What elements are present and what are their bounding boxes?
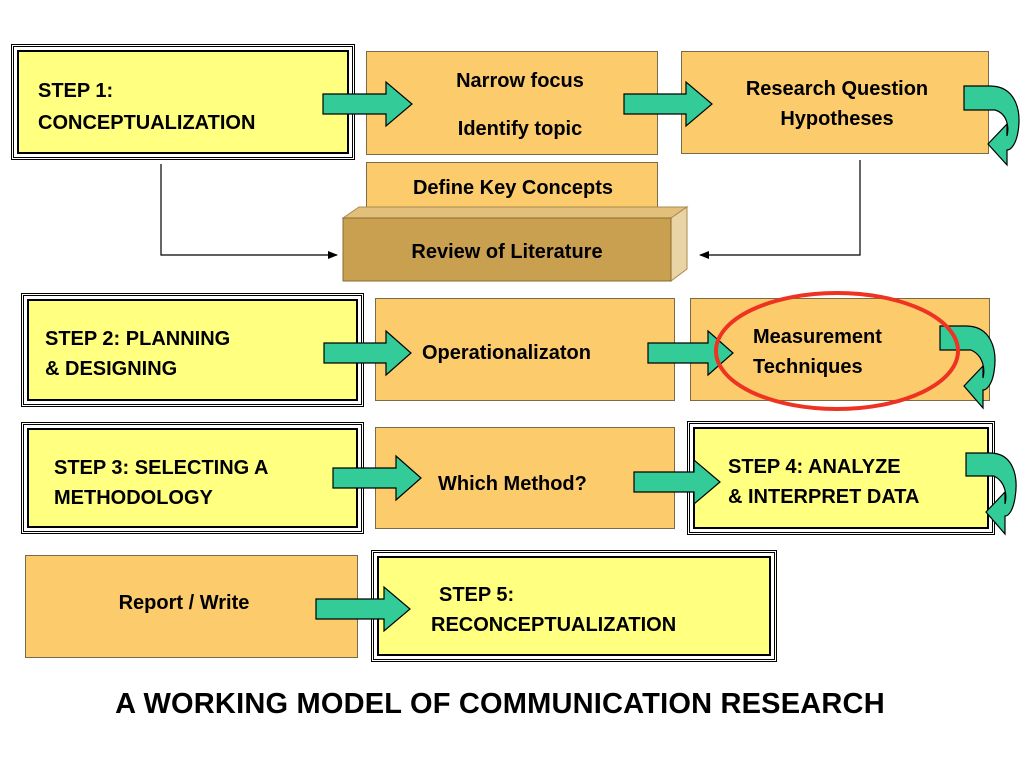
arrow-narrow-to-research — [623, 80, 713, 128]
page-title: A WORKING MODEL OF COMMUNICATION RESEARC… — [115, 688, 885, 720]
measurement-line2: Techniques — [753, 356, 863, 378]
report-write-box: Report / Write — [25, 555, 358, 658]
arrow-step2-to-operationalization — [323, 329, 412, 377]
measurement-highlight-ring — [714, 291, 960, 411]
arrow-method-to-step4 — [633, 458, 721, 506]
which-method-box: Which Method? — [375, 427, 675, 529]
step4-box: STEP 4: ANALYZE & INTERPRET DATA — [687, 421, 995, 535]
step5-line1: STEP 5: — [439, 584, 515, 606]
research-to-review-connector — [699, 160, 861, 259]
narrow-focus-label: Narrow focus — [456, 70, 584, 92]
identify-topic-label: Identify topic — [457, 118, 583, 140]
u-turn-arrow-row3-icon — [965, 452, 1017, 536]
step1-line2: CONCEPTUALIZATION — [38, 112, 256, 134]
operationalization-box: Operationalizaton — [375, 298, 675, 401]
step3-line1: STEP 3: SELECTING A — [54, 457, 269, 479]
step5-box: STEP 5: RECONCEPTUALIZATION — [371, 550, 777, 662]
hypotheses-label: Hypotheses — [780, 108, 894, 130]
step5-line2: RECONCEPTUALIZATION — [431, 614, 677, 636]
operationalization-label: Operationalizaton — [422, 342, 591, 364]
step3-line2: METHODOLOGY — [54, 487, 213, 509]
measurement-line1: Measurement — [753, 326, 882, 348]
research-question-box: Research Question Hypotheses — [681, 51, 989, 154]
step1-line1: STEP 1: — [38, 80, 114, 102]
review-of-literature-label: Review of Literature — [411, 241, 603, 263]
step2-box: STEP 2: PLANNING & DESIGNING — [21, 293, 364, 407]
step2-line1: STEP 2: PLANNING — [45, 328, 231, 350]
research-question-label: Research Question — [745, 78, 929, 100]
step2-line2: & DESIGNING — [45, 358, 178, 380]
define-key-concepts-box: Define Key Concepts — [366, 162, 658, 213]
step4-line2: & INTERPRET DATA — [728, 486, 920, 508]
report-write-label: Report / Write — [118, 592, 250, 614]
step4-line1: STEP 4: ANALYZE — [728, 456, 901, 478]
arrow-report-to-step5 — [315, 585, 411, 633]
step1-to-review-connector — [160, 164, 338, 259]
arrow-step1-to-narrow — [322, 80, 413, 128]
step3-box: STEP 3: SELECTING A METHODOLOGY — [21, 422, 364, 534]
u-turn-arrow-row1-icon — [963, 85, 1020, 167]
step1-box: STEP 1: CONCEPTUALIZATION — [11, 44, 355, 160]
arrow-step3-to-method — [332, 454, 422, 502]
u-turn-arrow-row2-icon — [939, 325, 996, 410]
which-method-label: Which Method? — [438, 473, 587, 495]
define-key-concepts-label: Define Key Concepts — [412, 177, 614, 199]
